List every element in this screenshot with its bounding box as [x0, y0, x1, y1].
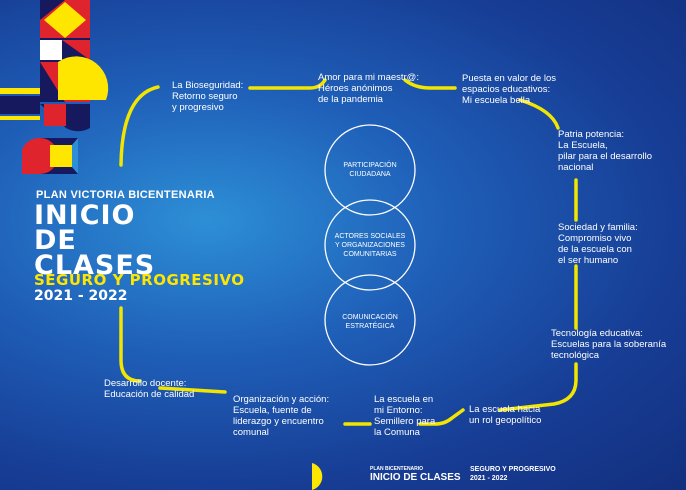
- subtitle: SEGURO Y PROGRESIVO: [34, 271, 245, 289]
- circle-comunicacion-estrategica: [324, 274, 416, 366]
- step-rol-geopolitico: La escuela hacia un rol geopolítico: [469, 404, 542, 426]
- circle-label-comunicacion: COMUNICACIÓN ESTRATÉGICA: [342, 314, 398, 330]
- step-puesta-en-valor: Puesta en valor de los espacios educativ…: [462, 73, 557, 106]
- program-title: PLAN VICTORIA BICENTENARIA: [36, 189, 215, 201]
- circle-participacion-ciudadana: [324, 124, 416, 216]
- footer-title: INICIO DE CLASES: [370, 472, 461, 483]
- process-path-line: [119, 78, 560, 383]
- footer-subtitle: SEGURO Y PROGRESIVO: [470, 466, 556, 473]
- step-escuela-entorno: La escuela en mi Entorno: Semillero para…: [374, 394, 436, 438]
- footer-years: 2021 - 2022: [470, 475, 508, 482]
- process-path-right-line: [498, 178, 578, 412]
- process-path-bottom-line: [158, 386, 465, 426]
- step-bioseguridad: La Bioseguridad: Retorno seguro y progre…: [172, 80, 244, 113]
- circle-actores-sociales: [324, 199, 416, 291]
- circle-label-actores: ACTORES SOCIALES Y ORGANIZACIONES COMUNI…: [334, 233, 406, 258]
- footer-program: PLAN BICENTENARIO: [370, 466, 424, 472]
- main-title: INICIO DE CLASES: [34, 200, 156, 281]
- step-amor-maestro: Amor para mi maestr@: Héroes anónimos de…: [318, 72, 419, 105]
- school-years: 2021 - 2022: [34, 288, 128, 304]
- circle-label-participacion: PARTICIPACIÓN CIUDADANA: [343, 162, 397, 178]
- step-organizacion-accion: Organización y acción: Escuela, fuente d…: [233, 394, 330, 438]
- step-desarrollo-docente: Desarrollo docente: Educación de calidad: [104, 378, 195, 400]
- step-tecnologia-educativa: Tecnología educativa: Escuelas para la s…: [551, 328, 667, 361]
- step-sociedad-familia: Sociedad y familia: Compromiso vivo de l…: [558, 222, 638, 266]
- footer-logo-mark: [312, 463, 323, 490]
- step-patria-potencia: Patria potencia: La Escuela, pilar para …: [558, 129, 652, 173]
